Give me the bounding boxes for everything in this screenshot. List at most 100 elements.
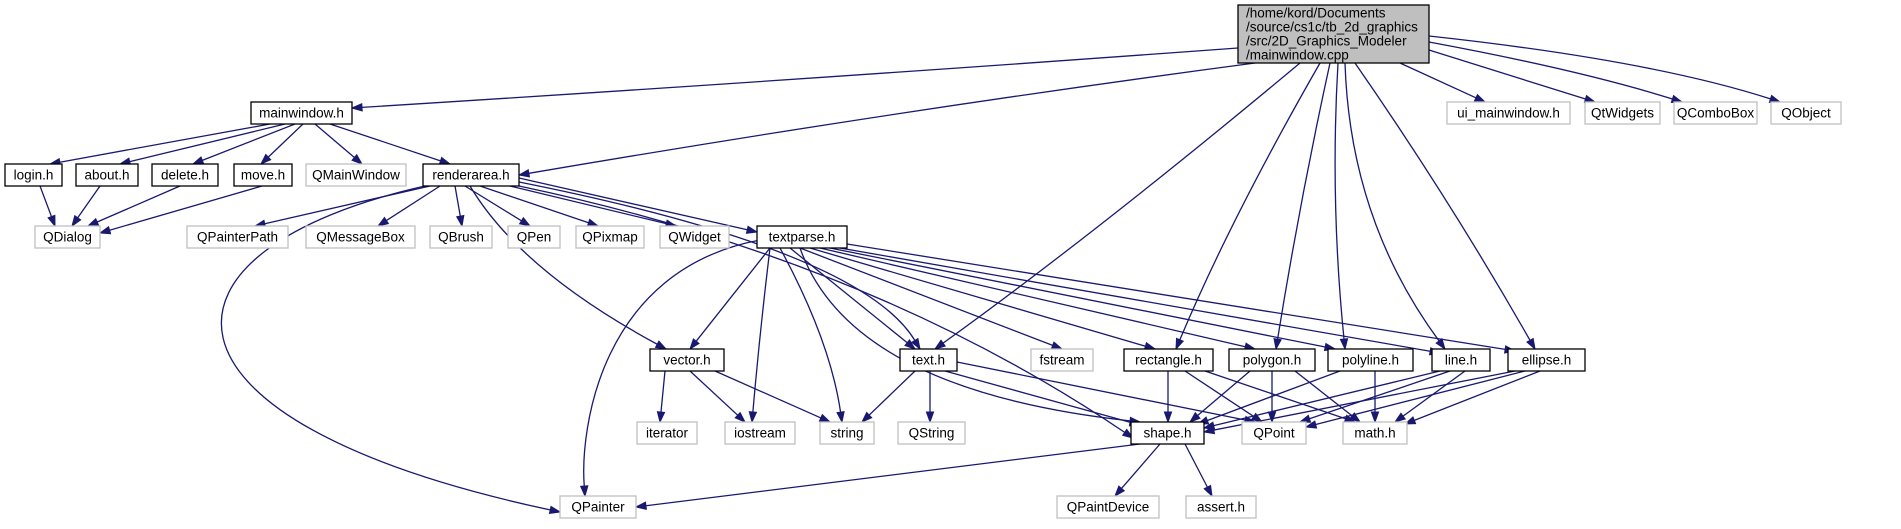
node-label: renderarea.h [432,168,509,183]
node-label: QPixmap [582,230,638,245]
node-textparse-h[interactable]: textparse.h [756,225,848,249]
node-shape-h[interactable]: shape.h [1130,421,1205,445]
edge-mainwindow_h-to-about_h [118,123,286,166]
node-label: polyline.h [1342,353,1399,368]
node-qobject: QObject [1770,101,1842,125]
node-label: /home/kord/Documents/source/cs1c/tb_2d_g… [1246,6,1418,63]
node-label: iterator [646,426,689,441]
node-ui-mainwindow-h: ui_mainwindow.h [1446,101,1571,125]
node-assert-h: assert.h [1185,495,1257,519]
edge-renderarea_h-to-qbrush [454,185,465,228]
node-mainwindow-h[interactable]: mainwindow.h [250,101,353,125]
node-label: move.h [241,168,285,183]
node-label: text.h [912,353,945,368]
node-label: fstream [1039,353,1084,368]
edge-line_h-to-math_h [1393,370,1466,423]
node-label: login.h [14,168,54,183]
edge-root-to-rectangle_h [1175,62,1321,351]
node-login-h[interactable]: login.h [4,163,63,187]
edge-textparse_h-to-iostream [748,247,771,424]
node-label: QString [909,426,955,441]
edge-textparse_h-to-line_h [839,247,1442,356]
node-label: QPainter [571,500,625,515]
node-renderarea-h[interactable]: renderarea.h [422,163,520,187]
edge-textparse_h-to-qpainter [579,239,761,498]
node-move-h[interactable]: move.h [233,163,293,187]
node-qwidget: QWidget [659,225,730,249]
node-text-h[interactable]: text.h [899,348,958,372]
edge-renderarea_h-to-text_h [518,181,921,351]
edge-textparse_h-to-vector_h [689,247,771,351]
node-iterator: iterator [636,421,698,445]
node-label: QWidget [668,230,721,245]
edge-login_h-to-qdialog [39,185,56,228]
node-string: string [819,421,875,445]
node-label: mainwindow.h [259,106,344,121]
edge-renderarea_h-to-qpainter [220,185,562,515]
node-qdialog: QDialog [34,225,101,249]
node-ellipse-h[interactable]: ellipse.h [1507,348,1586,372]
edge-root-to-renderarea_h [517,62,1256,178]
edge-root-to-polyline_h [1334,62,1349,351]
edge-ellipse_h-to-qpoint [1304,370,1526,429]
node-qbrush: QBrush [429,225,493,249]
node-label: QDialog [43,230,92,245]
edge-renderarea_h-to-shape_h [518,185,1135,439]
node-label: QObject [1781,106,1831,121]
edge-polygon_h-to-math_h [1294,370,1362,423]
node-label: shape.h [1143,426,1191,441]
edge-mainwindow_h-to-qmainwindow [314,123,364,165]
node-root[interactable]: /home/kord/Documents/source/cs1c/tb_2d_g… [1237,4,1430,64]
node-label: math.h [1354,426,1395,441]
node-qpixmap: QPixmap [575,225,645,249]
node-label: iostream [734,426,786,441]
edge-renderarea_h-to-qpen [464,185,532,227]
edge-vector_h-to-string [714,370,832,423]
node-fstream: fstream [1030,348,1094,372]
edge-mainwindow_h-to-renderarea_h [329,123,452,165]
edge-vector_h-to-iostream [689,370,747,424]
node-qpen: QPen [507,225,561,249]
node-label: vector.h [663,353,710,368]
node-label: rectangle.h [1135,353,1202,368]
edge-renderarea_h-to-qwidget [509,185,678,228]
node-rectangle-h[interactable]: rectangle.h [1123,348,1214,372]
node-polyline-h[interactable]: polyline.h [1327,348,1414,372]
edge-delete_h-to-qdialog [86,185,181,227]
edge-root-to-mainwindow_h [350,47,1239,112]
edge-polygon_h-to-shape_h [1188,370,1251,423]
node-polygon-h[interactable]: polygon.h [1228,348,1316,372]
edge-renderarea_h-to-textparse_h [518,177,759,234]
node-math-h: math.h [1342,421,1408,445]
node-label: QPen [517,230,552,245]
edge-textparse_h-to-polyline_h [829,247,1337,352]
node-vector-h[interactable]: vector.h [649,348,725,372]
node-label: line.h [1445,353,1477,368]
node-about-h[interactable]: about.h [75,163,139,187]
edge-rectangle_h-to-shape_h [1163,371,1173,424]
node-label: QMessageBox [316,230,405,245]
edge-shape_h-to-assert_h [1184,443,1213,498]
edge-textparse_h-to-string [779,247,845,424]
edge-vector_h-to-iterator [656,370,666,424]
node-qstring: QString [897,421,966,445]
node-qpaintdevice: QPaintDevice [1056,495,1160,519]
node-label: QPainterPath [197,230,278,245]
node-qmessagebox: QMessageBox [305,225,416,249]
node-qpainterpath: QPainterPath [186,225,289,249]
edge-move_h-to-qdialog [98,185,263,235]
node-label: QComboBox [1677,106,1755,121]
edge-textparse_h-to-fstream [799,247,1064,350]
node-label: assert.h [1197,500,1245,515]
edge-root-to-ui_mainwindow_h [1399,62,1487,103]
edge-textparse_h-to-text_h [789,247,917,350]
node-line-h[interactable]: line.h [1431,348,1491,372]
edge-textparse_h-to-rectangle_h [809,247,1157,351]
edge-ellipse_h-to-shape_h [1202,370,1516,435]
edge-renderarea_h-to-qmessagebox [376,185,441,227]
node-delete-h[interactable]: delete.h [151,163,219,187]
edge-mainwindow_h-to-move_h [259,123,304,166]
edge-root-to-ellipse_h [1354,62,1536,351]
edge-root-to-qobject [1428,35,1782,103]
